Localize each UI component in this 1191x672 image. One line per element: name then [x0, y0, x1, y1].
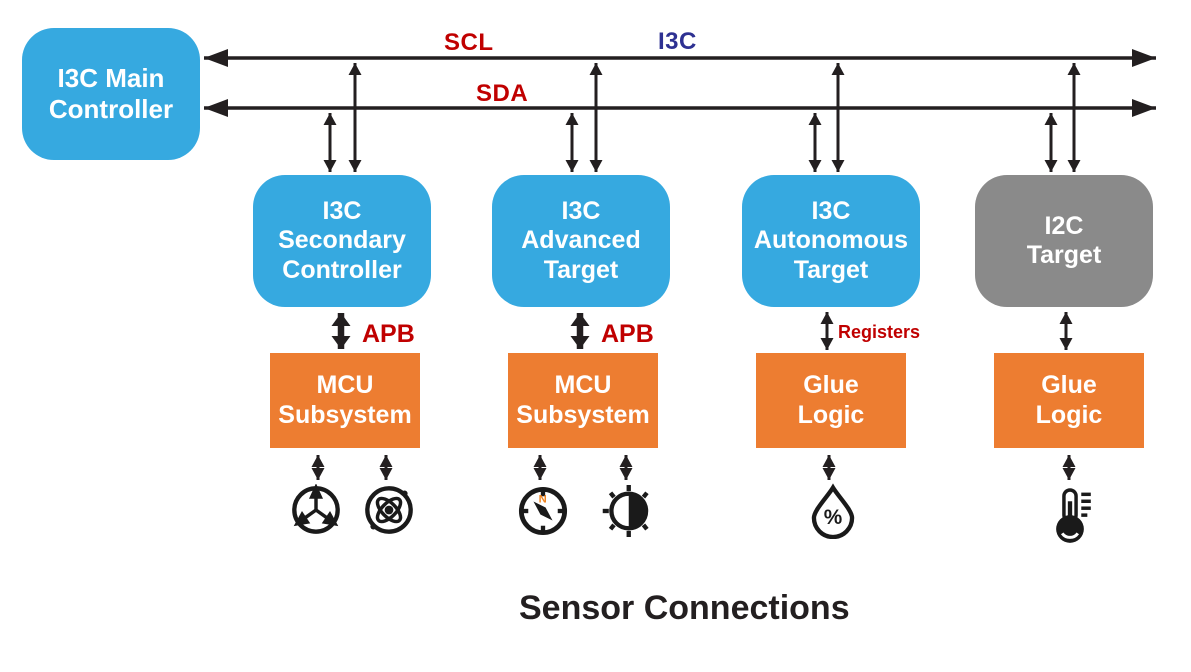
mcu-subsystem-box-2: MCU Subsystem — [508, 353, 658, 448]
compass-north-label: N — [539, 493, 547, 505]
gyroscope-icon — [365, 486, 413, 534]
i3c-protocol-label: I3C — [658, 28, 697, 55]
i3c-main-controller-box: I3C Main Controller — [22, 28, 200, 160]
i3c-advanced-target-box: I3C Advanced Target — [492, 175, 670, 307]
thermometer-icon — [1056, 488, 1091, 543]
box-title: I3C Autonomous Target — [753, 196, 909, 284]
ambient-light-icon — [602, 485, 649, 537]
box-title: I3C Advanced Target — [521, 196, 641, 284]
accelerometer-icon — [292, 484, 340, 534]
bus-lines — [204, 49, 1156, 117]
apb-label-2: APB — [601, 320, 654, 348]
scl-label: SCL — [444, 29, 494, 56]
box-title: Glue Logic — [797, 371, 865, 429]
box-title: Glue Logic — [1035, 371, 1103, 429]
box-title: MCU Subsystem — [516, 371, 650, 429]
i2c-target-box: I2C Target — [975, 175, 1153, 307]
humidity-percent-label: % — [824, 506, 843, 529]
subsystem-arrows — [331, 312, 1073, 350]
compass-icon: N — [518, 486, 568, 536]
mcu-subsystem-box-1: MCU Subsystem — [270, 353, 420, 448]
page-title: Sensor Connections — [519, 589, 850, 627]
sda-label: SDA — [476, 80, 529, 107]
apb-label-1: APB — [362, 320, 415, 348]
box-title: I3C Secondary Controller — [278, 196, 406, 284]
i3c-autonomous-target-box: I3C Autonomous Target — [742, 175, 920, 307]
i3c-secondary-controller-box: I3C Secondary Controller — [253, 175, 431, 307]
box-title: I2C Target — [1026, 211, 1102, 270]
glue-logic-box-2: Glue Logic — [994, 353, 1144, 448]
sensor-arrows — [311, 455, 1076, 480]
humidity-icon: % — [811, 483, 855, 539]
glue-logic-box-1: Glue Logic — [756, 353, 906, 448]
registers-label: Registers — [838, 322, 921, 342]
box-title: I3C Main Controller — [48, 63, 174, 124]
box-title: MCU Subsystem — [278, 371, 412, 429]
bus-drop-arrows — [323, 63, 1081, 172]
